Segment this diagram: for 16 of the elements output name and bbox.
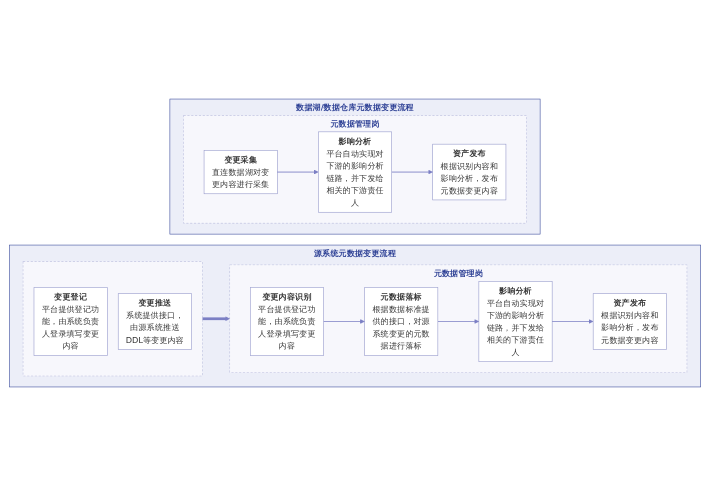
node-box: 影响分析 平台自动实现对下游的影响分析链路，并下发给相关的下游责任人 — [478, 280, 552, 362]
arrow — [437, 318, 480, 324]
arrow — [276, 169, 319, 174]
arrow — [391, 169, 433, 174]
node-box: 变更采集 直连数据湖对变更内容进行采集 — [204, 150, 278, 194]
node-box: 变更内容识别 平台提供登记功能，由系统负责人登录填写变更内容 — [250, 286, 324, 356]
node-box: 资产发布 根据识别内容和影响分析，发布元数据变更内容 — [432, 143, 506, 200]
node-box: 资产发布 根据识别内容和影响分析，发布元数据变更内容 — [592, 292, 667, 350]
cluster — [22, 260, 203, 376]
node-box: 影响分析 平台自动实现对下游的影响分析链路，并下发给相关的下游责任人 — [318, 131, 392, 212]
arrow — [552, 318, 594, 324]
arrow — [323, 318, 365, 324]
node-box: 变更登记 平台提供登记功能，由系统负责人登录填写变更内容 — [34, 286, 108, 356]
node-box: 变更推送 系统提供接口，由源系统推送DDL等变更内容 — [118, 292, 192, 350]
arrow — [202, 316, 230, 321]
node-box: 元数据落标 根据数据标准提供的接口，对源系统变更的元数据进行落标 — [364, 286, 438, 356]
